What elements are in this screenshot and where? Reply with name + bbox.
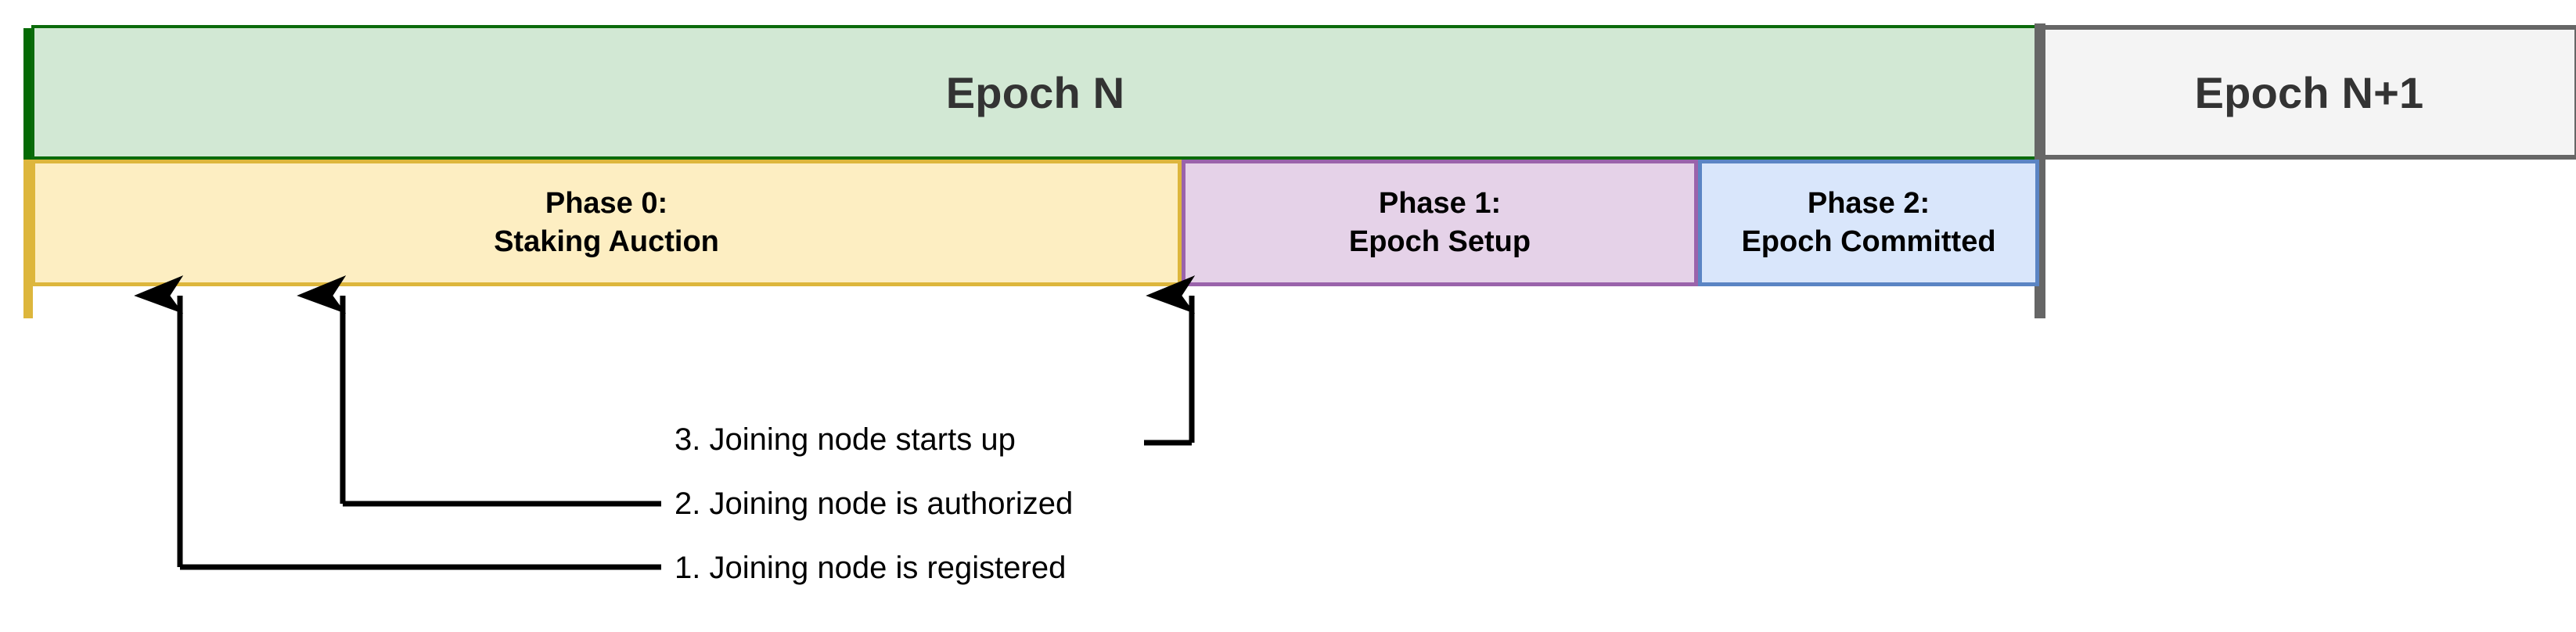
- phase-2-box: Phase 2: Epoch Committed: [1698, 160, 2039, 286]
- annotation-1-label: 1. Joining node is registered: [675, 551, 1067, 585]
- phase-0-box: Phase 0: Staking Auction: [31, 160, 1182, 286]
- annotation-3-label: 3. Joining node starts up: [675, 422, 1016, 457]
- epoch-n-plus-1-label: Epoch N+1: [2194, 67, 2424, 117]
- phase-0-subtitle: Staking Auction: [494, 225, 719, 258]
- phase-2-subtitle: Epoch Committed: [1741, 225, 1996, 258]
- phase-start-marker-bar: [23, 160, 33, 318]
- epoch-n-label: Epoch N: [945, 67, 1125, 117]
- epoch-n-box: Epoch N: [31, 25, 2039, 160]
- epoch-n-plus-1-box: Epoch N+1: [2039, 25, 2576, 160]
- phase-1-subtitle: Epoch Setup: [1348, 225, 1531, 258]
- phase-1-title: Phase 1:: [1378, 187, 1502, 221]
- phase-0-title: Phase 0:: [545, 187, 668, 221]
- epoch-start-marker-bar: [23, 28, 33, 163]
- phase-2-title: Phase 2:: [1807, 187, 1930, 221]
- annotation-2-label: 2. Joining node is authorized: [675, 487, 1074, 521]
- phase-1-box: Phase 1: Epoch Setup: [1182, 160, 1698, 286]
